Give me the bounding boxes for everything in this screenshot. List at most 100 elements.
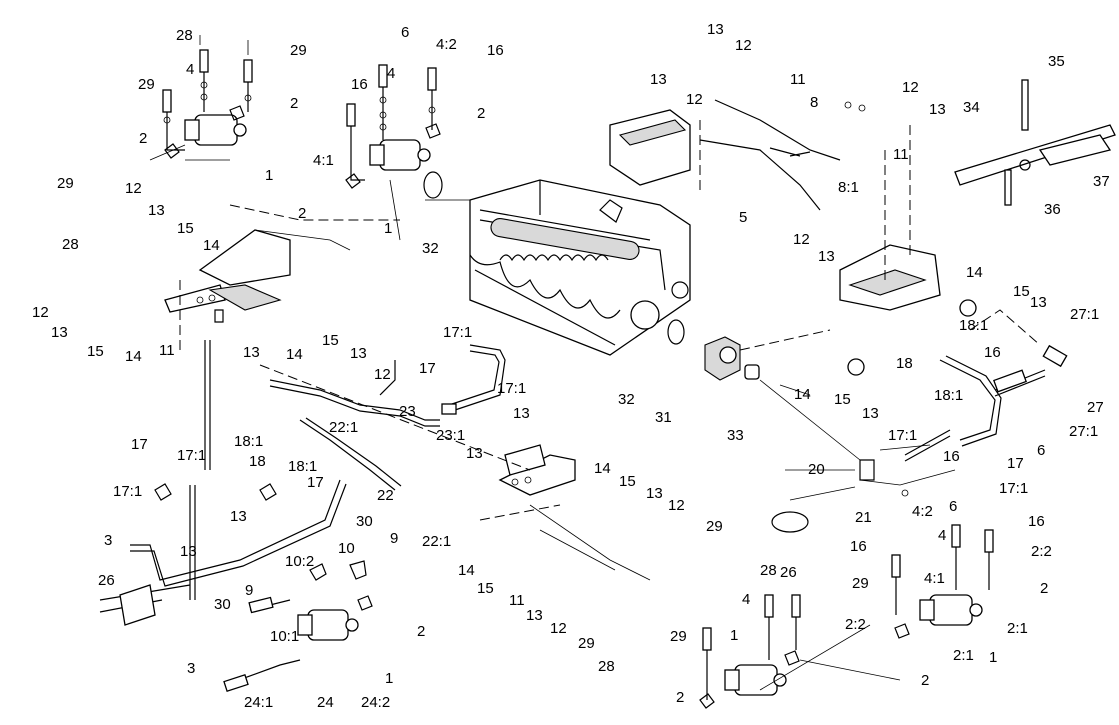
callout-label: 17:1 bbox=[113, 483, 142, 500]
callout-label: 32 bbox=[618, 391, 635, 408]
callout-label: 30 bbox=[356, 513, 373, 530]
callout-label: 29 bbox=[57, 175, 74, 192]
right-brackets bbox=[609, 99, 941, 311]
callout-label: 33 bbox=[727, 427, 744, 444]
callout-label: 18 bbox=[249, 453, 266, 470]
callout-label: 9 bbox=[245, 582, 253, 599]
left-bracket bbox=[164, 229, 291, 323]
callout-label: 13 bbox=[526, 607, 543, 624]
callout-label: 11 bbox=[509, 592, 525, 609]
callout-label: 13 bbox=[646, 485, 663, 502]
callout-label: 2:1 bbox=[953, 647, 974, 664]
callout-label: 28 bbox=[62, 236, 79, 253]
callout-label: 14 bbox=[203, 237, 220, 254]
callout-label: 13 bbox=[862, 405, 879, 422]
callout-label: 4:1 bbox=[924, 570, 945, 587]
callout-label: 13 bbox=[818, 248, 835, 265]
callout-label: 21 bbox=[855, 509, 872, 526]
callout-label: 13 bbox=[929, 101, 946, 118]
callout-label: 4:1 bbox=[313, 152, 334, 169]
callout-label: 4 bbox=[742, 591, 750, 608]
bracket-34 bbox=[954, 79, 1116, 206]
callout-label: 13 bbox=[513, 405, 530, 422]
callout-label: 5 bbox=[739, 209, 747, 226]
callout-label: 23:1 bbox=[436, 427, 465, 444]
callout-label: 2:2 bbox=[845, 616, 866, 633]
leader-lines bbox=[149, 144, 956, 691]
callout-label: 17:1 bbox=[497, 380, 526, 397]
callout-label: 17:1 bbox=[177, 447, 206, 464]
callout-label: 35 bbox=[1048, 53, 1065, 70]
callout-label: 12 bbox=[793, 231, 810, 248]
callout-label: 14 bbox=[125, 348, 142, 365]
callout-label: 10 bbox=[338, 540, 355, 557]
callout-label: 11 bbox=[790, 71, 806, 88]
callout-label: 17 bbox=[307, 474, 324, 491]
callout-label: 2:2 bbox=[1031, 543, 1052, 560]
callout-label: 11 bbox=[159, 342, 175, 359]
drive-parts bbox=[667, 319, 760, 381]
callout-label: 14 bbox=[286, 346, 303, 363]
callout-label: 12 bbox=[735, 37, 752, 54]
callout-label: 36 bbox=[1044, 201, 1061, 218]
callout-label: 29 bbox=[138, 76, 155, 93]
callout-label: 12 bbox=[32, 304, 49, 321]
callout-label: 14 bbox=[794, 386, 811, 403]
callout-label: 12 bbox=[902, 79, 919, 96]
callout-label: 2 bbox=[1040, 580, 1048, 597]
callout-label: 13 bbox=[148, 202, 165, 219]
callout-label: 15 bbox=[477, 580, 494, 597]
callout-label: 16 bbox=[487, 42, 504, 59]
callout-label: 10:2 bbox=[285, 553, 314, 570]
callout-label: 15 bbox=[322, 332, 339, 349]
callout-label: 29 bbox=[290, 42, 307, 59]
callout-label: 8:1 bbox=[838, 179, 859, 196]
callout-label: 15 bbox=[834, 391, 851, 408]
callout-label: 2 bbox=[298, 205, 306, 222]
callout-label: 18 bbox=[896, 355, 913, 372]
callout-label: 4 bbox=[387, 65, 395, 82]
callout-label: 34 bbox=[963, 99, 980, 116]
callout-label: 37 bbox=[1093, 173, 1110, 190]
callout-label: 29 bbox=[578, 635, 595, 652]
line-art bbox=[99, 35, 1116, 709]
callout-label: 24:2 bbox=[361, 694, 390, 711]
callout-label: 14 bbox=[966, 264, 983, 281]
callout-label: 24 bbox=[317, 694, 334, 711]
callout-label: 27:1 bbox=[1069, 423, 1098, 440]
callout-label: 27:1 bbox=[1070, 306, 1099, 323]
callout-label: 17:1 bbox=[443, 324, 472, 341]
callout-label: 4 bbox=[938, 527, 946, 544]
callout-label: 13 bbox=[350, 345, 367, 362]
callout-label: 16 bbox=[943, 448, 960, 465]
callout-label: 16 bbox=[984, 344, 1001, 361]
callout-label: 30 bbox=[214, 596, 231, 613]
callout-label: 1 bbox=[265, 167, 273, 184]
callout-label: 13 bbox=[180, 543, 197, 560]
callout-label: 15 bbox=[177, 220, 194, 237]
callout-label: 13 bbox=[243, 344, 260, 361]
callout-label: 22:1 bbox=[329, 419, 358, 436]
callout-label: 13 bbox=[466, 445, 483, 462]
callout-label: 13 bbox=[650, 71, 667, 88]
callout-label: 18:1 bbox=[288, 458, 317, 475]
callout-label: 18:1 bbox=[959, 317, 988, 334]
callout-label: 2 bbox=[921, 672, 929, 689]
callout-label: 22 bbox=[377, 487, 394, 504]
callout-label: 17 bbox=[419, 360, 436, 377]
callout-label: 2 bbox=[477, 105, 485, 122]
callout-label: 15 bbox=[87, 343, 104, 360]
callout-label: 17 bbox=[1007, 455, 1024, 472]
callout-label: 2:1 bbox=[1007, 620, 1028, 637]
callout-label: 29 bbox=[670, 628, 687, 645]
callout-label: 28 bbox=[760, 562, 777, 579]
callout-label: 1 bbox=[384, 220, 392, 237]
callout-label: 13 bbox=[230, 508, 247, 525]
callout-label: 2 bbox=[676, 689, 684, 706]
callout-label: 28 bbox=[598, 658, 615, 675]
callout-label: 13 bbox=[707, 21, 724, 38]
callout-label: 18:1 bbox=[934, 387, 963, 404]
hoses-center bbox=[269, 344, 506, 491]
callout-label: 14 bbox=[594, 460, 611, 477]
